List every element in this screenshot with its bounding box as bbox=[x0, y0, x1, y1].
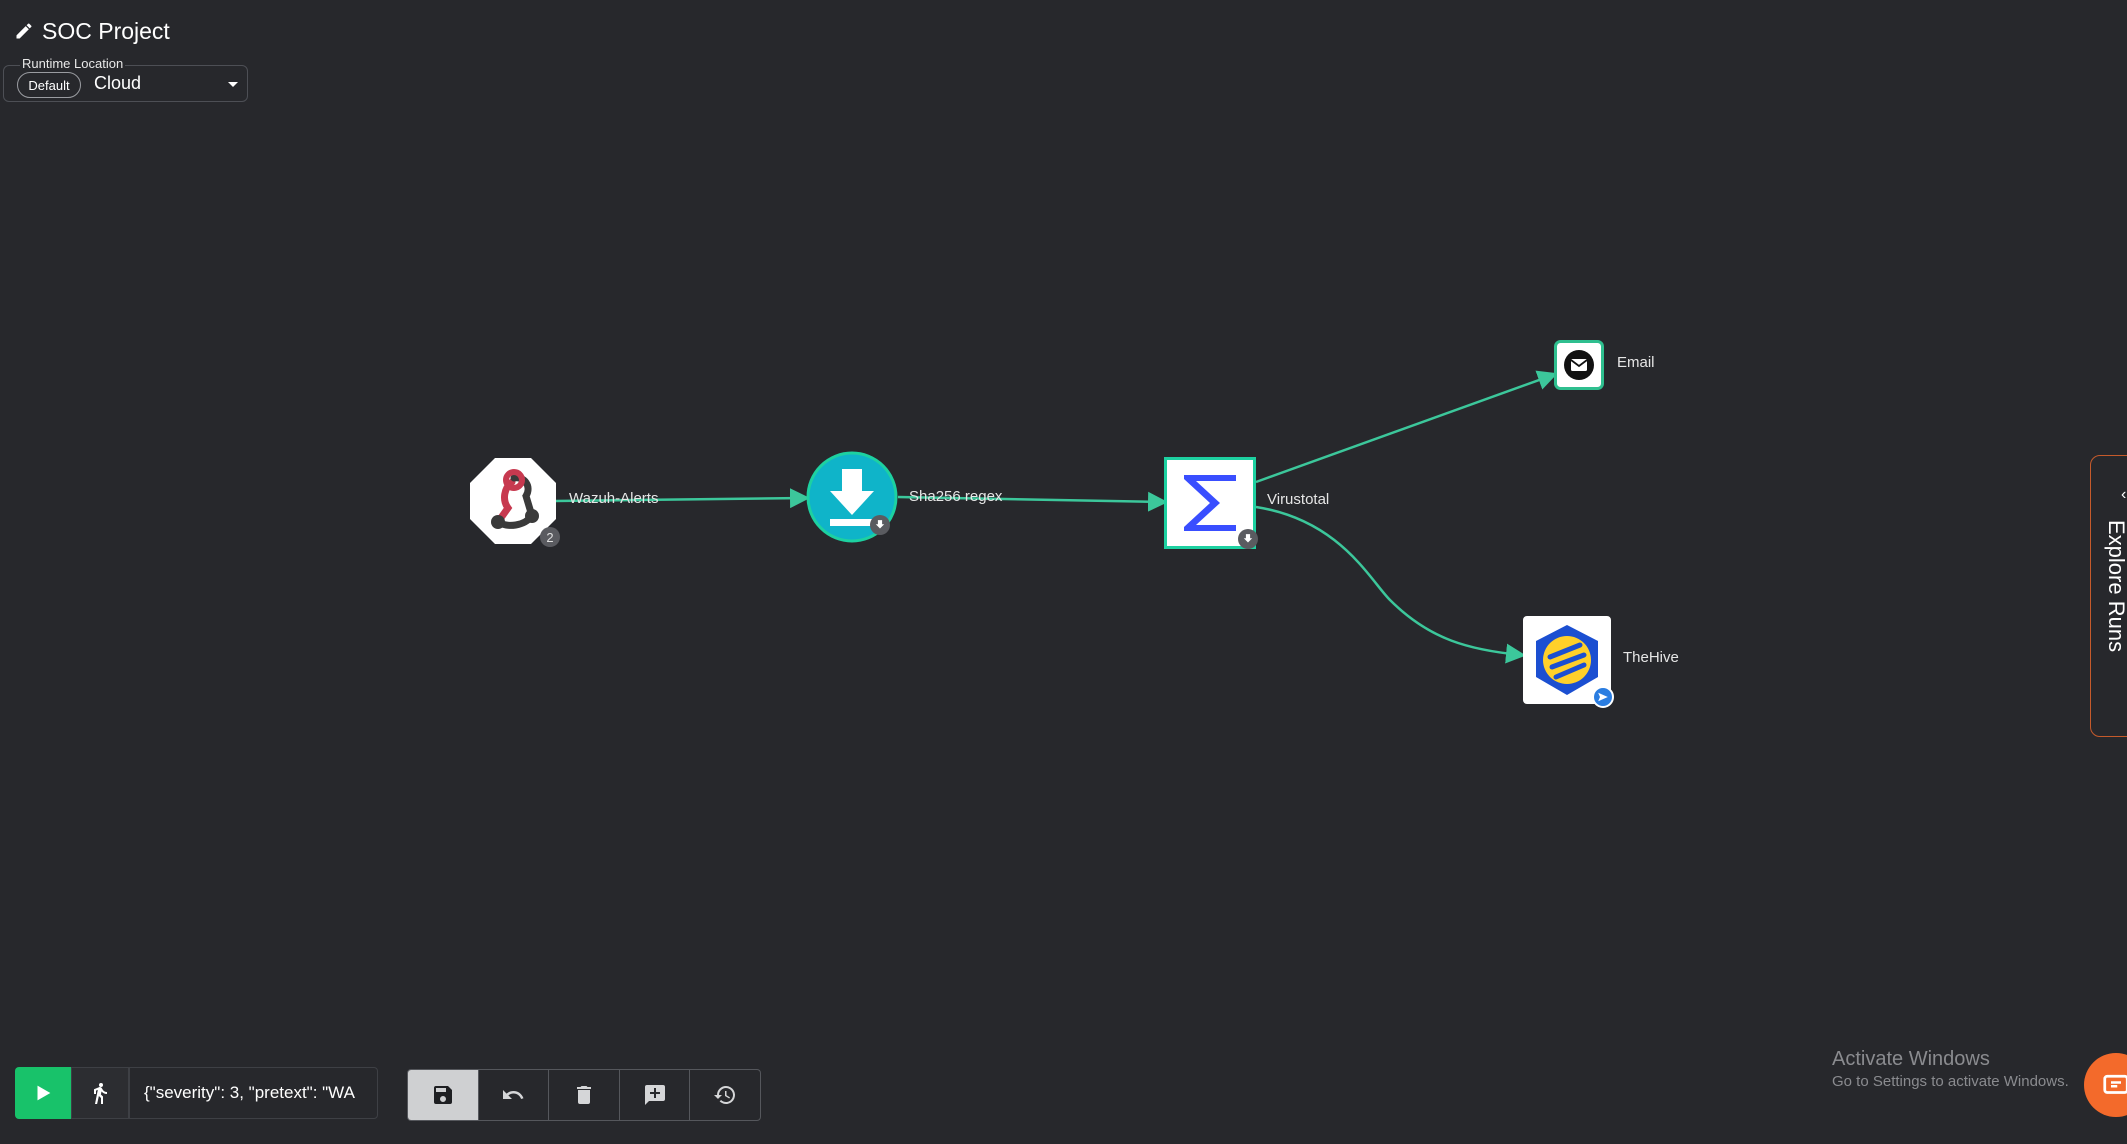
explore-runs-panel[interactable]: ‹ Explore Runs bbox=[2090, 455, 2127, 737]
pencil-icon[interactable] bbox=[14, 21, 34, 41]
node-label-virustotal: Virustotal bbox=[1267, 491, 1330, 508]
webhook-icon bbox=[470, 458, 556, 544]
chevron-down-icon[interactable] bbox=[228, 82, 238, 87]
node-thehive[interactable] bbox=[1522, 615, 1614, 708]
download-badge-icon bbox=[870, 515, 890, 535]
node-count-badge: 2 bbox=[540, 527, 560, 547]
add-comment-icon bbox=[644, 1085, 665, 1105]
add-comment-button[interactable] bbox=[620, 1070, 691, 1120]
node-email[interactable] bbox=[1554, 340, 1604, 390]
walk-icon bbox=[94, 1083, 107, 1104]
node-label-email: Email bbox=[1617, 354, 1655, 371]
edge-wazuh-sha bbox=[554, 488, 810, 509]
execution-argument-input[interactable] bbox=[129, 1067, 378, 1119]
edge-sha-virustotal bbox=[897, 491, 1168, 512]
runtime-location-label: Runtime Location bbox=[20, 56, 126, 71]
save-button[interactable] bbox=[408, 1070, 479, 1120]
runtime-location-value: Cloud bbox=[94, 73, 142, 93]
explore-runs-label: Explore Runs bbox=[2104, 520, 2127, 653]
workflow-title-row[interactable]: SOC Project bbox=[14, 16, 170, 46]
delete-button[interactable] bbox=[549, 1070, 620, 1120]
email-icon bbox=[1554, 340, 1604, 390]
chevron-left-icon[interactable]: ‹ bbox=[2121, 486, 2127, 503]
edge-virustotal-email bbox=[1255, 370, 1558, 484]
save-icon bbox=[433, 1086, 452, 1104]
history-icon bbox=[714, 1086, 736, 1104]
thehive-icon bbox=[1523, 616, 1611, 704]
chat-icon bbox=[2103, 1074, 2127, 1094]
node-wazuh-alerts[interactable]: 2 bbox=[468, 456, 560, 547]
play-icon bbox=[37, 1085, 51, 1101]
support-chat-button[interactable] bbox=[2084, 1053, 2127, 1117]
download-badge-icon bbox=[1238, 529, 1258, 549]
activate-windows-subtitle: Go to Settings to activate Windows. bbox=[1832, 1073, 2069, 1090]
send-badge-icon bbox=[1592, 686, 1614, 708]
undo-button[interactable] bbox=[479, 1070, 550, 1120]
edge-virustotal-thehive bbox=[1255, 505, 1526, 664]
run-workflow-button[interactable] bbox=[15, 1067, 71, 1119]
step-run-button[interactable] bbox=[71, 1067, 129, 1119]
node-label-sha256: Sha256 regex bbox=[909, 488, 1003, 505]
history-button[interactable] bbox=[690, 1070, 760, 1120]
workflow-title: SOC Project bbox=[42, 17, 170, 44]
default-badge: Default bbox=[17, 72, 81, 98]
delete-icon bbox=[576, 1086, 591, 1104]
node-label-thehive: TheHive bbox=[1623, 649, 1679, 666]
node-virustotal[interactable] bbox=[1164, 457, 1258, 549]
undo-icon bbox=[503, 1090, 524, 1099]
node-sha256-regex[interactable] bbox=[806, 451, 898, 543]
runtime-location-select[interactable]: Runtime Location Default Cloud bbox=[3, 57, 248, 102]
activate-windows-title: Activate Windows bbox=[1832, 1048, 1990, 1070]
editor-toolbar bbox=[407, 1069, 761, 1121]
node-label-wazuh: Wazuh-Alerts bbox=[569, 490, 659, 507]
